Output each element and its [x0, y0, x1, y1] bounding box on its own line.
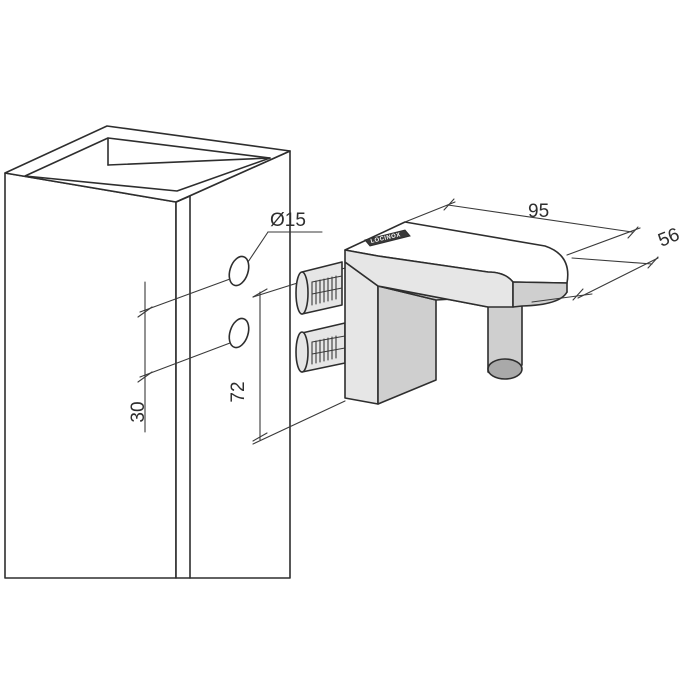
hinge-bracket: LOCINOX [344, 221, 569, 405]
dimension-label-72: 72 [228, 381, 249, 402]
dimension-30: 30 [128, 278, 231, 433]
lower-bolt [295, 322, 346, 373]
dimension-diameter: Ø15 [247, 210, 323, 263]
post-front-face [4, 172, 177, 579]
mounting-bolts [295, 261, 346, 373]
dimension-label-diameter: Ø15 [270, 210, 306, 231]
bracket-end-cap [512, 281, 568, 308]
bracket-side-face [377, 285, 437, 405]
post-holes [228, 255, 250, 349]
dimension-label-95: 95 [528, 201, 549, 222]
dimension-label-56: 56 [655, 224, 682, 251]
dimension-95: 95 [404, 198, 641, 256]
dimension-label-30: 30 [128, 401, 149, 422]
lower-hole [228, 317, 250, 349]
upper-bolt [295, 261, 343, 315]
upper-hole [228, 255, 250, 287]
post-inner-back-edge [107, 157, 271, 166]
bracket-arm-front [344, 249, 514, 308]
hinge-pin [487, 297, 523, 380]
square-post [4, 125, 291, 579]
